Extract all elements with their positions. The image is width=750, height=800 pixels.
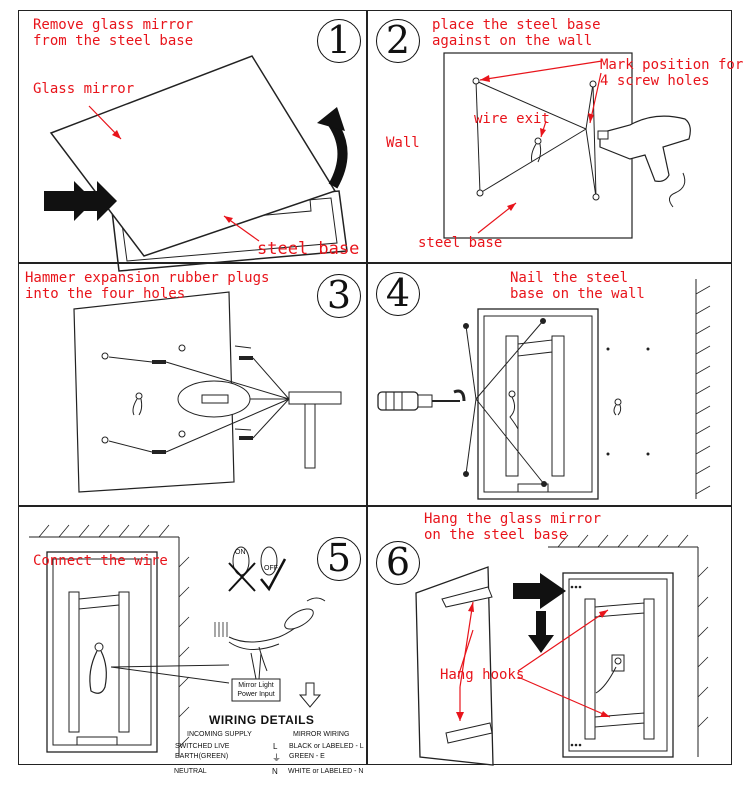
step-2-instruction: place the steel base against on the wall	[432, 17, 601, 49]
wiring-row-mid: N	[272, 767, 278, 776]
step-4-number: 4	[376, 272, 420, 316]
wiring-row-left: NEUTRAL	[174, 768, 207, 775]
step-4-instruction: Nail the steel base on the wall	[510, 270, 645, 302]
switch-on-label: ON	[235, 549, 246, 556]
wiring-row-right: BLACK or LABELED - L	[289, 743, 364, 750]
switch-off-label: OFF	[264, 565, 278, 572]
power-input-label: Mirror Light Power Input	[237, 682, 275, 698]
step-6-panel: 6 Hang the glass mirror on the steel bas…	[367, 506, 732, 766]
wall-label: Wall	[386, 135, 420, 151]
step-3-illustration	[73, 291, 342, 493]
step-4-illustration	[377, 279, 711, 500]
step-3-panel: Hammer expansion rubber plugs into the f…	[18, 263, 367, 506]
steel-base-label: steel base	[257, 239, 360, 259]
wire-exit-label: wire exit	[474, 111, 550, 127]
step-2-illustration	[443, 52, 691, 239]
mirror-wiring-header: MIRROR WIRING	[293, 731, 350, 738]
step-2-panel: 2 place the steel base against on the wa…	[367, 10, 743, 263]
earth-symbol: ⏚	[272, 753, 282, 763]
step-3-instruction: Hammer expansion rubber plugs into the f…	[25, 270, 270, 302]
step-6-instruction: Hang the glass mirror on the steel base	[424, 511, 602, 543]
wiring-row-right: GREEN - E	[289, 753, 325, 760]
step-5-instruction: Connect the wire	[33, 553, 168, 569]
wiring-row-left: EARTH(GREEN)	[175, 753, 229, 760]
step-2-number: 2	[376, 19, 420, 63]
step-5-panel: Connect the wire 5 ON OFF Mirror Light P…	[18, 506, 367, 765]
step-3-number: 3	[317, 274, 361, 318]
incoming-supply-header: INCOMING SUPPLY	[187, 731, 252, 738]
step-1-number: 1	[317, 19, 361, 63]
wiring-row-right: WHITE or LABELED - N	[288, 768, 364, 775]
step-6-number: 6	[376, 541, 420, 585]
step-1-instruction: Remove glass mirror from the steel base	[33, 17, 194, 49]
steel-base-label-2: steel base	[418, 235, 503, 251]
glass-mirror-label: Glass mirror	[33, 81, 135, 97]
step-5-number: 5	[317, 537, 361, 581]
step-6-illustration	[415, 534, 709, 766]
step-5-illustration	[29, 524, 326, 757]
step-4-panel: 4 Nail the steel base on the wall	[367, 263, 732, 506]
hang-hooks-label: Hang hooks	[440, 667, 525, 683]
wiring-details-title: WIRING DETAILS	[209, 713, 315, 727]
step-1-illustration	[44, 55, 348, 272]
wiring-row-left: SWITCHED LIVE	[175, 743, 230, 750]
screw-holes-label: Mark position for 4 screw holes	[600, 57, 744, 89]
step-1-panel: Remove glass mirror from the steel base …	[18, 10, 367, 272]
wiring-row-mid: L	[273, 742, 278, 751]
